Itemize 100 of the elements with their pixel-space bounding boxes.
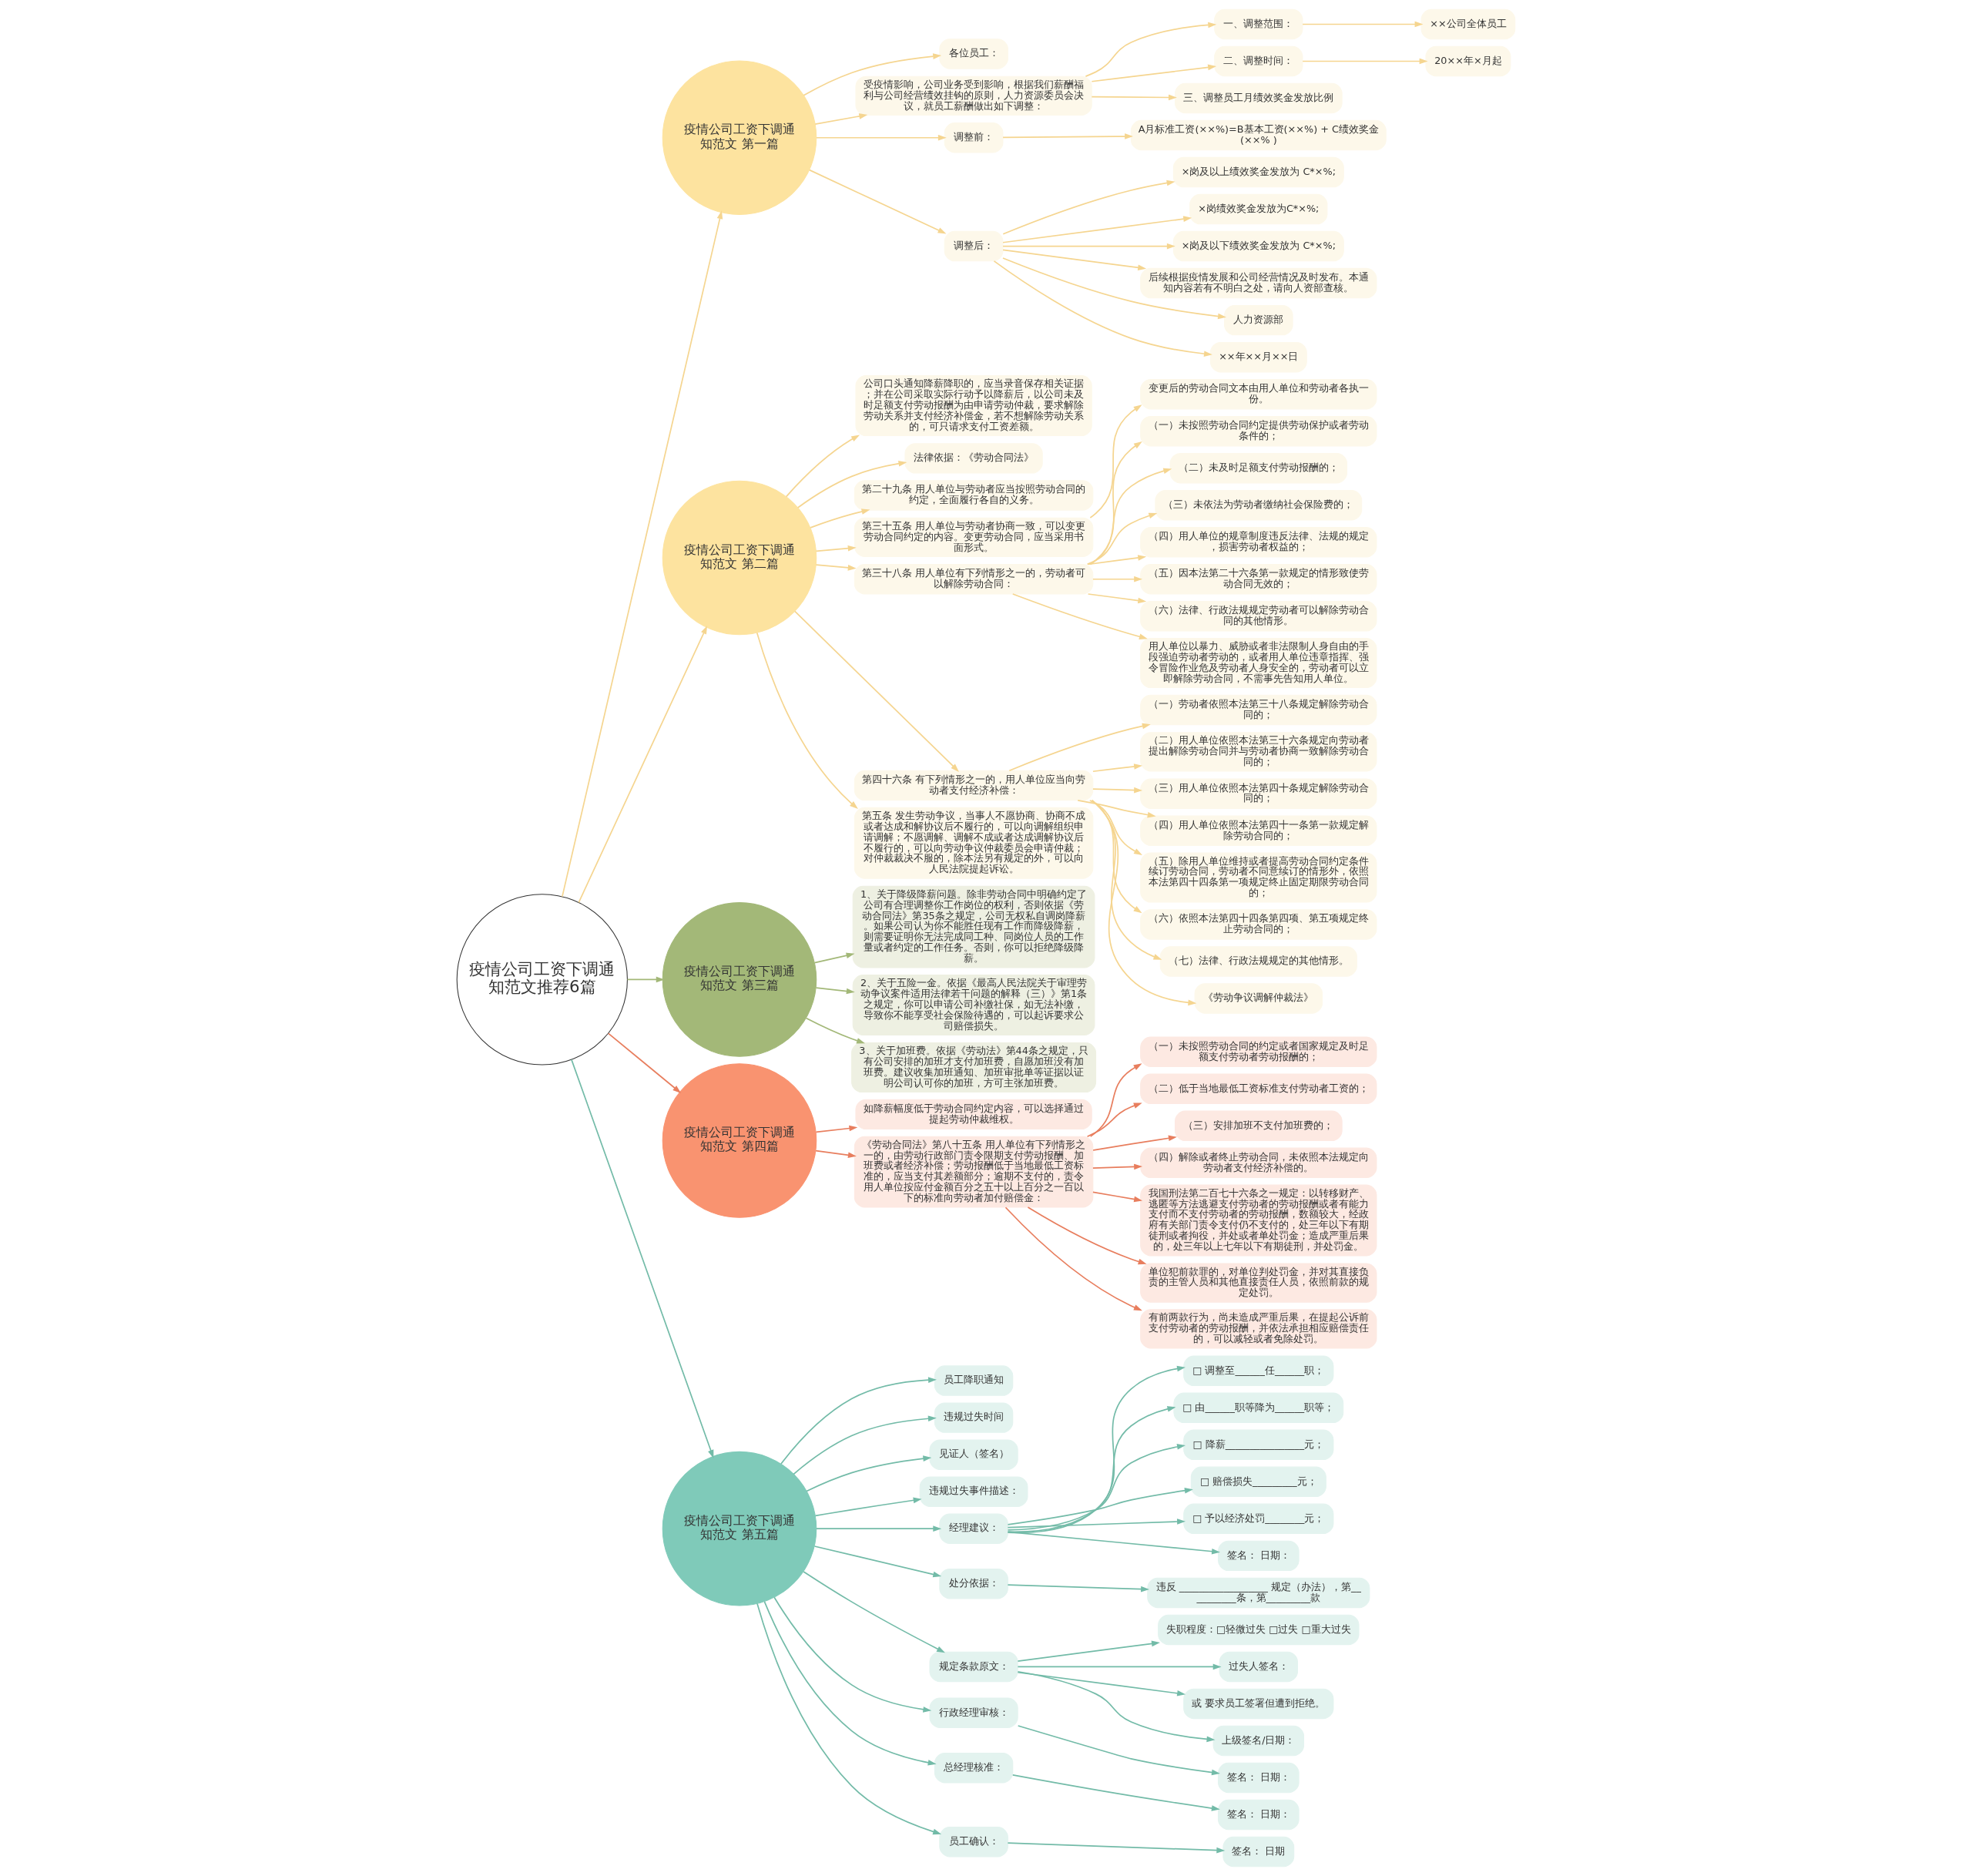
arrow — [814, 113, 868, 126]
arrow — [1092, 1135, 1177, 1151]
node-box: 后续根据疫情发展和公司经营情况及时发布。本通知内容若有不明白之处，请向人资部查核。 — [1140, 267, 1377, 299]
node-box: 调整后： — [944, 230, 1004, 262]
arrow — [1002, 243, 1175, 250]
node-box: （七）法律、行政法规规定的其他情形。 — [1159, 946, 1357, 977]
arrow — [756, 1602, 942, 1835]
node-box: （三）未依法为劳动者缴纳社会保险费的； — [1155, 489, 1363, 521]
node-box: 一、调整范围： — [1214, 8, 1303, 40]
node-box: 违规过失事件描述： — [919, 1476, 1028, 1507]
node-box: □ 予以经济处罚________元； — [1183, 1503, 1334, 1535]
arrow — [813, 952, 855, 964]
arrow — [1007, 1487, 1193, 1525]
arrow — [813, 1545, 942, 1578]
arrow — [1017, 1670, 1216, 1743]
arrow — [1091, 94, 1177, 101]
node-box: 三、调整员工月绩效奖金发放比例 — [1174, 82, 1343, 114]
arrow — [1092, 763, 1143, 773]
arrow — [1017, 1671, 1186, 1696]
node-box: 二、调整时间： — [1214, 45, 1303, 77]
node-box: （四）解除或者终止劳动合同，未依照本法规定向劳动者支付经济补偿的。 — [1140, 1147, 1377, 1179]
arrow — [815, 545, 857, 552]
node-box: （六）依照本法第四十四条第四项、第五项规定终止劳动合同的； — [1140, 909, 1377, 940]
arrow — [793, 1415, 937, 1475]
node-circle: 疫情公司工资下调通知范文 第三篇 — [662, 902, 817, 1057]
node-box: （四）用人单位的规章制度违反法律、法规的规定，损害劳动者权益的； — [1140, 526, 1377, 558]
arrow — [803, 1571, 945, 1653]
node-box: （一）劳动者依照本法第三十八条规定解除劳动合同的； — [1140, 694, 1377, 726]
node-box: 违规过失时间 — [934, 1402, 1014, 1433]
node-circle: 疫情公司工资下调通知范文推荐6篇 — [456, 894, 628, 1066]
arrow — [815, 1149, 857, 1159]
node-box: （二）低于当地最低工资标准支付劳动者工资的； — [1140, 1073, 1377, 1105]
arrow — [1302, 21, 1424, 28]
node-box: ×岗绩效奖金发放为C*×%; — [1189, 193, 1328, 225]
node-box: 第五条 发生劳动争议，当事人不愿协商、协商不成或者达成和解协议后不履行的，可以向调解组织申请调解；不愿调解、调解不成或者达成调解协议后不履行的，可以向劳动争议仲裁委员会申请仲裁；对仲裁裁决不服的，除本法另有规定的外，可以向人民法院提起诉讼。 — [854, 807, 1094, 879]
arrow — [1086, 1102, 1142, 1138]
node-box: 受疫情影响，公司业务受到影响，根据我们薪酬福利与公司经营绩效挂钩的原则，人力资源委员会决议，就员工薪酬做出如下调整： — [855, 76, 1092, 116]
node-box: 《劳动争议调解仲裁法》 — [1194, 983, 1323, 1014]
node-box: A月标准工资(××%)=B基本工资(××%) + C绩效奖金(××% ) — [1130, 119, 1387, 151]
node-box: 第四十六条 有下列情形之一的，用人单位应当向劳动者支付经济补偿： — [854, 770, 1094, 801]
arrow — [1027, 1206, 1147, 1265]
arrow — [1007, 1444, 1186, 1531]
arrow — [794, 610, 959, 772]
arrow — [780, 1377, 937, 1465]
arrow — [805, 1017, 865, 1044]
node-box: 有前两款行为，尚未造成严重后果，在提起公诉前支付劳动者的劳动报酬，并依法承担相应赔偿责任的，可以减轻或者免除处罚。 — [1140, 1309, 1377, 1349]
node-box: 规定条款原文： — [929, 1651, 1018, 1683]
node-box: 总经理核准： — [934, 1752, 1014, 1784]
node-box: 违反 __________________ 规定（办法），第__________条，第_________款 — [1147, 1577, 1370, 1609]
node-box: （六）法律、行政法规规定劳动者可以解除劳动合同的其他情形。 — [1140, 601, 1377, 632]
node-box: （四）用人单位依照本法第四十一条第一款规定解除劳动合同的； — [1140, 815, 1377, 846]
arrow — [1007, 1531, 1220, 1555]
node-box: 见证人（签名） — [929, 1439, 1018, 1470]
arrow — [1011, 1774, 1220, 1811]
node-box: 变更后的劳动合同文本由用人单位和劳动者各执一份。 — [1140, 378, 1377, 410]
node-box: 调整前： — [944, 122, 1004, 153]
node-box: 第三十五条 用人单位与劳动者协商一致，可以变更劳动合同约定的内容。变更劳动合同，应当采用书面形式。 — [854, 517, 1094, 557]
arrow — [1092, 1191, 1143, 1203]
node-box: 签名： 日期： — [1218, 1762, 1300, 1794]
node-box: （五）因本法第二十六条第一款规定的情形致使劳动合同无效的； — [1140, 564, 1377, 595]
node-box: 公司口头通知降薪降职的，应当录音保存相关证据；并在公司采取实际行动予以降薪后，以公司未及时足额支付劳动报酬为由申请劳动仲裁，要求解除劳动关系并支付经济补偿金，若不想解除劳动关系的，可只请求支付工资差额。 — [855, 375, 1092, 437]
node-box: 员工降职通知 — [934, 1365, 1014, 1396]
node-box: （三）安排加班不支付加班费的； — [1174, 1110, 1343, 1142]
arrow — [756, 632, 858, 809]
node-box: 失职程度：□轻微过失 □过失 □重大过失 — [1158, 1614, 1360, 1646]
node-box: 第二十九条 用人单位与劳动者应当按照劳动合同的约定，全面履行各自的义务。 — [854, 480, 1094, 511]
arrow — [1089, 1063, 1142, 1137]
arrow — [1002, 180, 1175, 235]
node-box: 第三十八条 用人单位有下列情形之一的，劳动者可以解除劳动合同： — [854, 564, 1094, 595]
node-box: 1、关于降级降薪问题。除非劳动合同中明确约定了公司有合理调整你工作岗位的权利，否则依据《劳动合同法》第35条之规定，公司无权私自调岗降薪。如果公司认为你不能胜任现有工作而降级降薪，则需要证明你无法完成同工种、同岗位人员的工作量或者约定的工作任务。否则，你可以拒绝降级降薪。 — [852, 885, 1095, 968]
node-box: □ 降薪________________元； — [1183, 1429, 1334, 1461]
node-box: （五）除用人单位维持或者提高劳动合同约定条件续订劳动合同，劳动者不同意续订的情形外，依照本法第四十四条第一项规定终止固定期限劳动合同的； — [1140, 852, 1377, 903]
node-box: 如降薪幅度低于劳动合同约定内容，可以选择通过提起劳动仲裁维权。 — [855, 1099, 1092, 1130]
arrow — [808, 169, 947, 234]
arrow — [1091, 799, 1162, 960]
node-box: ×岗及以上绩效奖金发放为 C*×%; — [1172, 156, 1344, 188]
arrow — [1008, 723, 1151, 772]
node-box: 行政经理审核： — [929, 1697, 1018, 1728]
arrow — [810, 508, 870, 529]
node-box: 人力资源部 — [1224, 304, 1293, 336]
arrow — [814, 1497, 922, 1517]
node-box: （一）未按照劳动合同约定提供劳动保护或者劳动条件的； — [1140, 415, 1377, 447]
arrow — [1017, 1640, 1160, 1662]
node-circle: 疫情公司工资下调通知范文 第四篇 — [662, 1063, 817, 1218]
node-box: 3、关于加班费。依据《劳动法》第44条之规定，只有公司安排的加班才支付加班费，自愿加班没有加班费。建议收集加班通知、加班审批单等证据以证明公司认可你的加班，方可主张加班费。 — [851, 1042, 1097, 1093]
node-box: 单位犯前款罪的，对单位判处罚金，并对其直接负责的主管人员和其他直接责任人员，依照前款的规定处罚。 — [1140, 1263, 1377, 1303]
node-box: 上级签名/日期： — [1212, 1725, 1305, 1757]
node-box: （二）未及时足额支付劳动报酬的； — [1169, 452, 1348, 484]
arrow — [1017, 1663, 1222, 1670]
arrow — [763, 1600, 937, 1766]
node-box: 各位员工： — [939, 39, 1008, 69]
node-box: 或 要求员工签署但遭到拒绝。 — [1183, 1688, 1334, 1720]
arrow — [571, 1059, 714, 1458]
node-box: 2、关于五险一金。依据《最高人民法院关于审理劳动争议案件适用法律若干问题的解释（三）》第1条之规定，你可以申请公司补缴社保，如无法补缴，导致你不能享受社会保险待遇的，可以起诉要求公司赔偿损失。 — [852, 975, 1095, 1035]
arrow — [816, 1525, 942, 1532]
arrow — [1004, 1206, 1142, 1311]
arrow — [1091, 800, 1142, 914]
arrow — [1077, 799, 1156, 818]
node-box: 签名： 日期： — [1218, 1540, 1300, 1572]
arrow — [1087, 555, 1147, 565]
